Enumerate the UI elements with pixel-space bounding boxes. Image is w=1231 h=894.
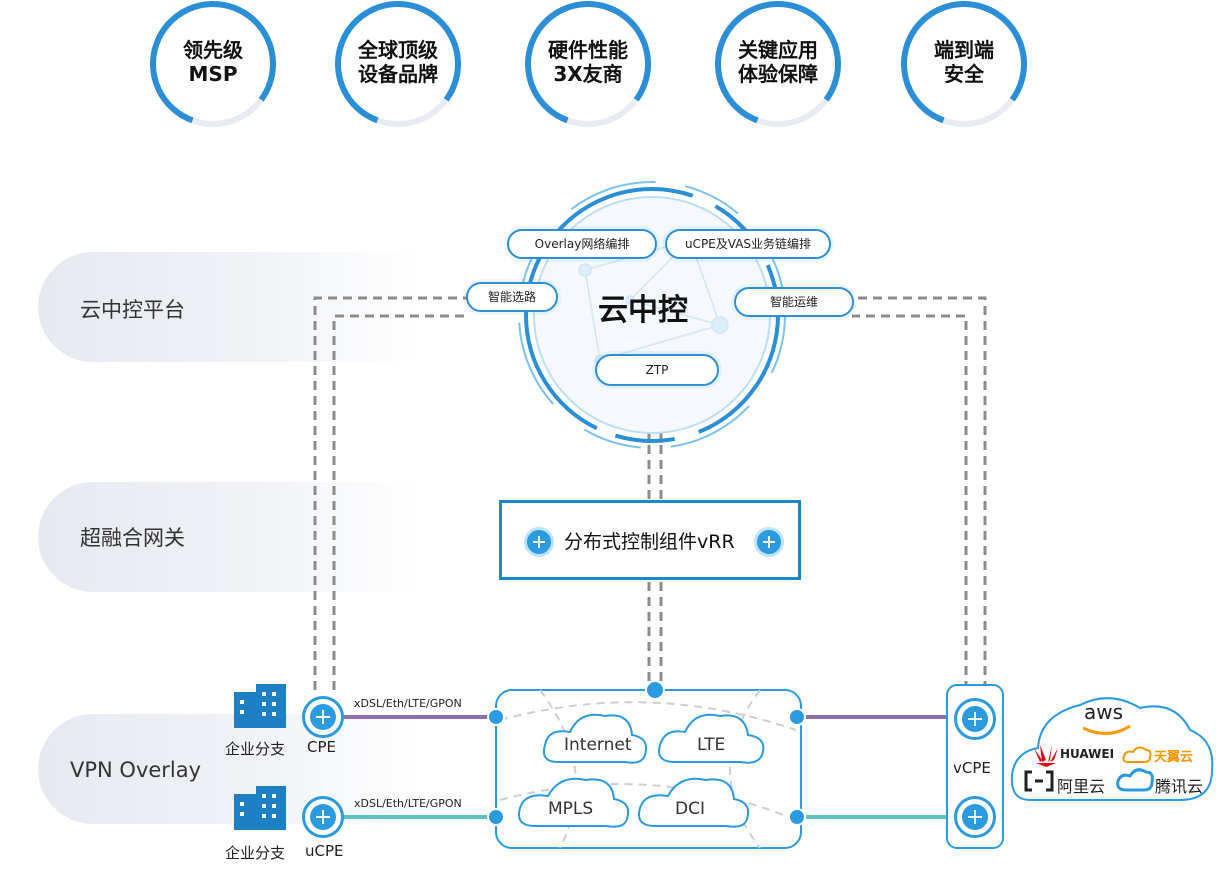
cloud-internet-label: Internet	[564, 735, 632, 755]
cloud-lte	[658, 713, 765, 764]
cloud-lte-label: LTE	[697, 735, 726, 755]
control-path-cpe-outer	[313, 296, 468, 690]
vendor-tianyi: 天翼云	[1154, 750, 1194, 765]
building-icon-1	[234, 684, 286, 728]
layer-label-cloud-platform: 云中控平台	[80, 298, 185, 322]
cloud-dci	[638, 777, 750, 828]
vendor-huawei: HUAWEI	[1060, 747, 1115, 761]
feature-ring	[901, 1, 1027, 127]
feature-line2: 安全	[944, 62, 984, 86]
feature-line2: 3X友商	[553, 62, 623, 86]
aliyun-logo-icon	[1024, 770, 1054, 792]
feature-line1: 硬件性能	[548, 38, 628, 62]
feature-line1: 端到端	[934, 38, 994, 62]
feature-line2: 设备品牌	[358, 62, 438, 86]
cloud-dci-label: DCI	[675, 799, 705, 819]
feature-global-brand: 全球顶级设备品牌	[330, 0, 466, 136]
link2-label: xDSL/Eth/LTE/GPON	[354, 797, 462, 810]
building-icon-2	[234, 786, 286, 830]
feature-line1: 领先级	[183, 38, 243, 62]
link1-label: xDSL/Eth/LTE/GPON	[354, 697, 462, 710]
tencent-cloud-icon	[1116, 768, 1154, 792]
vrr-box: 分布式控制组件vRR	[499, 500, 801, 580]
cloud-mpls	[518, 777, 630, 828]
controller-title: 云中控	[598, 293, 688, 328]
capability-smart-routing: 智能选路	[466, 282, 558, 312]
cloud-mpls-label: MPLS	[548, 799, 594, 819]
branch2-label: 企业分支	[225, 844, 286, 862]
layer-band-vpn-overlay	[38, 714, 418, 824]
cpe-router-icon	[302, 696, 344, 738]
router-icon	[754, 527, 784, 557]
control-path-vcpe-inner	[852, 314, 968, 690]
capability-smart-ops: 智能运维	[734, 287, 854, 317]
ucpe-router-icon	[302, 796, 344, 838]
capability-ztp: ZTP	[595, 354, 719, 386]
feature-ring	[525, 1, 652, 127]
vcpe-router-icon-lower	[954, 796, 996, 838]
vcpe-label: vCPE	[953, 759, 991, 777]
cloud-internet	[542, 713, 648, 764]
feature-ring	[335, 1, 461, 127]
feature-app-experience: 关键应用体验保障	[710, 0, 846, 136]
control-path-vcpe-outer	[852, 296, 987, 690]
capability-ucpe-vas: uCPE及VAS业务链编排	[665, 229, 831, 259]
vendor-aliyun: 阿里云	[1057, 777, 1106, 796]
branch1-label: 企业分支	[225, 740, 286, 758]
feature-ring	[150, 1, 276, 127]
capability-overlay: Overlay网络编排	[507, 229, 657, 259]
branch1-device-label: CPE	[307, 738, 336, 756]
feature-line1: 全球顶级	[358, 38, 438, 62]
huawei-logo-icon	[1034, 745, 1058, 767]
vendor-aws: aws	[1084, 700, 1124, 724]
feature-line1: 关键应用	[738, 38, 818, 62]
aws-smile-icon	[1082, 724, 1131, 735]
layer-label-gateway: 超融合网关	[80, 526, 185, 550]
feature-line2: 体验保障	[738, 62, 818, 86]
public-cloud-bubble	[1010, 697, 1214, 801]
feature-e2e-security: 端到端安全	[896, 0, 1032, 136]
router-icon	[524, 527, 554, 557]
layer-band-cloud-platform	[38, 252, 418, 362]
feature-line2: MSP	[188, 62, 238, 86]
branch2-device-label: uCPE	[305, 842, 344, 860]
tianyi-cloud-icon	[1122, 746, 1152, 763]
layer-band-gateway	[38, 482, 418, 592]
vcpe-router-icon-upper	[954, 698, 996, 740]
control-path-cpe-inner	[332, 314, 468, 690]
vendor-tencent: 腾讯云	[1155, 777, 1204, 796]
vrr-label: 分布式控制组件vRR	[564, 531, 735, 553]
layer-label-vpn-overlay: VPN Overlay	[70, 758, 202, 782]
feature-ring	[715, 1, 842, 127]
